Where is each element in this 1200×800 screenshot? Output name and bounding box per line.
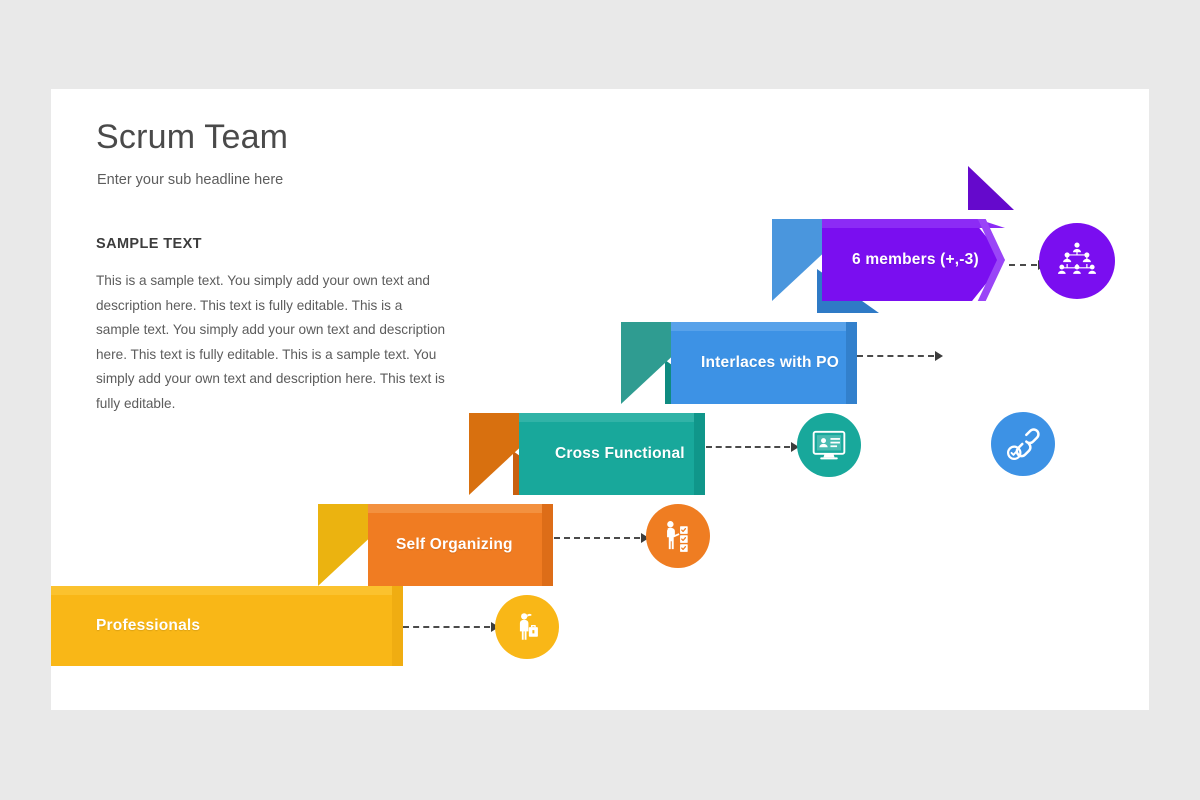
icon-circle-six-members[interactable] <box>1039 223 1115 299</box>
sample-text-heading: SAMPLE TEXT <box>96 236 202 252</box>
monitor-profile-icon <box>812 430 846 460</box>
step-bar-top-face <box>671 322 857 331</box>
connector-dashes <box>706 446 790 448</box>
step-bar-top-face <box>368 504 553 513</box>
step-bar-side-face <box>846 322 857 404</box>
slide-canvas: Scrum Team Enter your sub headline here … <box>51 89 1149 710</box>
step-label: Cross Functional <box>555 445 685 462</box>
icon-circle-professionals[interactable] <box>495 595 559 659</box>
step-label: Self Organizing <box>396 536 513 553</box>
connector-arrow-self-organizing <box>554 532 649 544</box>
step-chevron <box>822 219 1005 301</box>
step-bar-face <box>368 504 553 586</box>
step-bar <box>671 322 857 404</box>
step-interlaces-with-po[interactable]: Interlaces with PO <box>621 269 879 404</box>
team-hierarchy-icon <box>1057 242 1097 274</box>
step-label: Professionals <box>96 617 201 634</box>
step-bar-face <box>519 413 705 495</box>
connector-arrow-cross-functional <box>706 441 799 453</box>
step-bar-face <box>671 322 857 404</box>
step-bar <box>51 586 403 666</box>
step-label: Interlaces with PO <box>701 354 839 371</box>
step-bar <box>519 413 705 495</box>
step-bar-side-face <box>392 586 403 666</box>
step-label: 6 members (+,-3) <box>852 251 979 268</box>
step-six-members[interactable]: 6 members (+,-3) <box>772 166 1014 301</box>
step-bar-face <box>51 586 403 666</box>
connector-arrowhead <box>641 533 649 543</box>
sample-text-body: This is a sample text. You simply add yo… <box>96 273 446 411</box>
step-bar-side-face <box>694 413 705 495</box>
icon-circle-cross-functional[interactable] <box>797 413 861 477</box>
step-bar-side-face <box>542 504 553 586</box>
step-bar-top-face <box>51 586 403 595</box>
connector-arrow-professionals <box>403 621 499 633</box>
businessman-icon <box>519 613 538 640</box>
connector-arrow-interlaces-with-po <box>857 350 943 362</box>
page-subtitle: Enter your sub headline here <box>97 172 284 188</box>
step-bar <box>368 504 553 586</box>
chain-link-check-icon <box>1006 428 1040 461</box>
step-professionals[interactable]: Professionals <box>51 586 403 666</box>
step-bar-top-face <box>519 413 705 422</box>
connector-dashes <box>857 355 934 357</box>
step-bevel-wedge <box>968 166 1014 210</box>
connector-dashes <box>403 626 490 628</box>
step-cross-functional[interactable]: Cross Functional <box>469 360 727 495</box>
step-self-organizing[interactable]: Self Organizing <box>318 451 575 586</box>
icon-circle-self-organizing[interactable] <box>646 504 710 568</box>
icon-circle-interlaces-with-po[interactable] <box>991 412 1055 476</box>
presenter-checklist-icon <box>667 521 688 552</box>
connector-arrowhead <box>791 442 799 452</box>
connector-arrowhead <box>935 351 943 361</box>
connector-dashes <box>554 537 640 539</box>
page-title: Scrum Team <box>96 118 289 156</box>
connector-dashes <box>1009 264 1037 266</box>
step-chevron-top-face <box>822 219 1005 228</box>
